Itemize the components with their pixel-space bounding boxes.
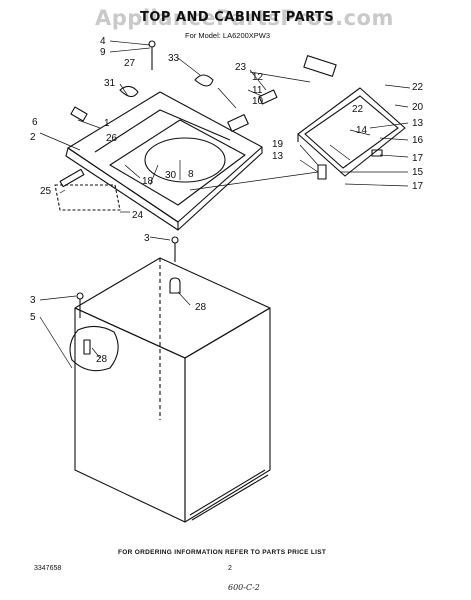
callout-31: 31	[104, 78, 116, 89]
callout-2: 2	[30, 132, 36, 143]
callout-15: 15	[412, 167, 424, 178]
document-number: 3347658	[34, 565, 62, 572]
page-number: 2	[228, 565, 232, 572]
callout-10: 10	[252, 96, 264, 107]
callout-13: 13	[272, 151, 284, 162]
callout-17: 17	[412, 153, 424, 164]
callout-3: 3	[144, 233, 150, 244]
callout-16: 16	[412, 135, 424, 146]
lid-switch-parts	[194, 55, 337, 132]
handwritten-code: 600-C-2	[228, 583, 260, 592]
callout-26: 26	[106, 133, 118, 144]
diagram-title: TOP AND CABINET PARTS	[140, 10, 335, 25]
callout-12: 12	[252, 72, 264, 83]
callout-14: 14	[356, 125, 368, 136]
callout-13: 13	[412, 118, 424, 129]
callout-8: 8	[188, 169, 194, 180]
callout-28: 28	[195, 302, 207, 313]
small-fasteners	[54, 40, 383, 372]
callout-labels: 4 9 27 33 23 12 11 10 22 20 31 22 13 6 1…	[30, 36, 424, 365]
callout-1: 1	[104, 118, 110, 129]
watermark: AppliancePartsPros.com	[95, 6, 394, 30]
callout-33: 33	[168, 53, 180, 64]
callout-28: 28	[96, 354, 108, 365]
ordering-info: FOR ORDERING INFORMATION REFER TO PARTS …	[118, 549, 327, 556]
callout-22: 22	[352, 104, 364, 115]
callout-5: 5	[30, 312, 36, 323]
model-number: For Model: LA6200XPW3	[185, 31, 271, 40]
callout-17: 17	[412, 181, 424, 192]
callout-19: 19	[272, 139, 284, 150]
callout-27: 27	[124, 58, 136, 69]
callout-30: 30	[165, 170, 177, 181]
callout-11: 11	[252, 85, 263, 96]
callout-18: 18	[142, 176, 154, 187]
leader-lines	[39, 40, 411, 369]
callout-6: 6	[32, 117, 38, 128]
cabinet-top-panel	[65, 91, 263, 231]
callout-9: 9	[100, 47, 106, 58]
callout-25: 25	[40, 186, 52, 197]
lid	[297, 87, 406, 177]
callout-20: 20	[412, 102, 424, 113]
callout-3: 3	[30, 295, 36, 306]
callout-24: 24	[132, 210, 144, 221]
callout-22: 22	[412, 82, 424, 93]
callout-4: 4	[100, 36, 106, 47]
cabinet-body	[74, 257, 271, 523]
callout-23: 23	[235, 62, 247, 73]
